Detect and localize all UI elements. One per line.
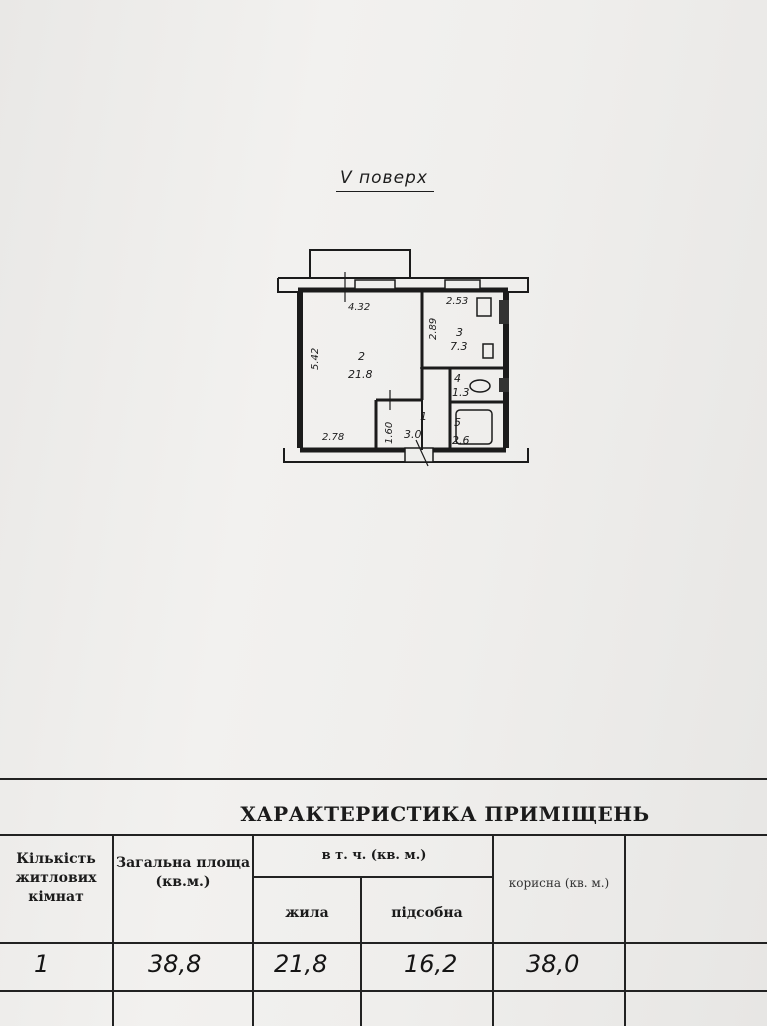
value-auxiliary: 16,2 — [404, 950, 458, 978]
col-divider-1 — [112, 834, 114, 1026]
floor-plan: 2 21.8 3 7.3 4 1.3 5 2.6 1 3.0 4.32 5.42… — [277, 249, 529, 467]
table-values-rule — [0, 990, 767, 992]
value-total-area: 38,8 — [148, 950, 202, 978]
dimension-left-room3: 2.89 — [428, 318, 439, 340]
table-title-rule — [0, 834, 767, 836]
floor-label-underline — [336, 191, 434, 192]
dimension-top-room3: 2.53 — [446, 296, 468, 307]
room-3-number: 3 — [456, 326, 463, 339]
dimension-top-room2: 4.32 — [348, 302, 370, 313]
room-4-number: 4 — [454, 372, 461, 385]
header-useful: корисна (кв. м.) — [508, 876, 610, 890]
dimension-corridor: 1.60 — [384, 422, 395, 444]
vent-1 — [499, 300, 509, 324]
vent-2 — [499, 378, 509, 392]
header-auxiliary: підсобна — [391, 905, 463, 921]
header-living: жила — [285, 905, 329, 921]
header-total-area: Загальна площа (кв.м.) — [115, 855, 251, 890]
room-2-number: 2 — [358, 350, 365, 363]
bathtub — [455, 409, 493, 445]
room-4-area: 1.3 — [452, 386, 470, 399]
balcony — [309, 249, 411, 279]
room-1-area: 3.0 — [404, 428, 422, 441]
table-header-rule — [0, 942, 767, 944]
window-room-2 — [354, 279, 396, 290]
col-divider-2 — [252, 834, 254, 1026]
room-3-area: 7.3 — [450, 340, 468, 353]
col-divider-5 — [624, 834, 626, 1026]
floor-label: V поверх — [336, 168, 434, 192]
sink-kitchen — [476, 297, 492, 317]
table-border-top — [0, 778, 767, 780]
header-including: в т. ч. (кв. м.) — [321, 848, 427, 863]
window-room-3 — [444, 279, 481, 290]
value-useful: 38,0 — [526, 950, 580, 978]
table-sub-rule — [254, 876, 494, 878]
floor-label-text: V поверх — [340, 168, 428, 188]
entrance-door — [404, 447, 434, 463]
value-rooms-count: 1 — [34, 950, 50, 978]
room-5-number: 5 — [454, 416, 461, 429]
stove — [482, 343, 494, 359]
table-title: ХАРАКТЕРИСТИКА ПРИМІЩЕНЬ — [240, 802, 650, 826]
room-5-area: 2.6 — [452, 434, 470, 447]
dimension-bottom-room2: 2.78 — [322, 432, 344, 443]
value-living: 21,8 — [274, 950, 328, 978]
col-divider-4 — [492, 834, 494, 1026]
col-divider-3 — [360, 876, 362, 1026]
dimension-left-room2: 5.42 — [310, 348, 321, 370]
room-1-number: 1 — [420, 410, 427, 423]
header-rooms-count: Кількість житлових кімнат — [15, 851, 97, 905]
top-wall — [278, 277, 529, 293]
toilet — [469, 379, 491, 393]
room-2-area: 21.8 — [348, 368, 373, 381]
characteristics-table: ХАРАКТЕРИСТИКА ПРИМІЩЕНЬ Кількість житло… — [0, 774, 767, 1026]
